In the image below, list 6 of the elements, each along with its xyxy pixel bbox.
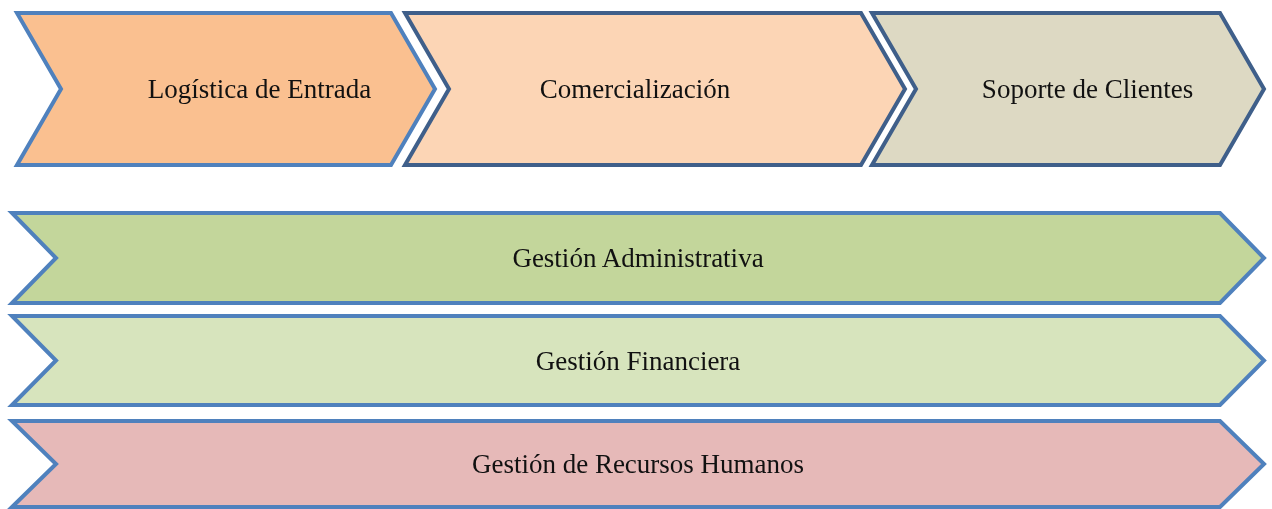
- chevron-label: Soporte de Clientes: [981, 73, 1194, 105]
- chevron-label: Comercialización: [539, 73, 731, 105]
- chevron-label: Logística de Entrada: [147, 73, 372, 105]
- chevron-label: Gestión Financiera: [535, 345, 741, 376]
- chevron-label: Gestión Administrativa: [512, 242, 764, 274]
- chevron-label: Gestión de Recursos Humanos: [471, 448, 805, 480]
